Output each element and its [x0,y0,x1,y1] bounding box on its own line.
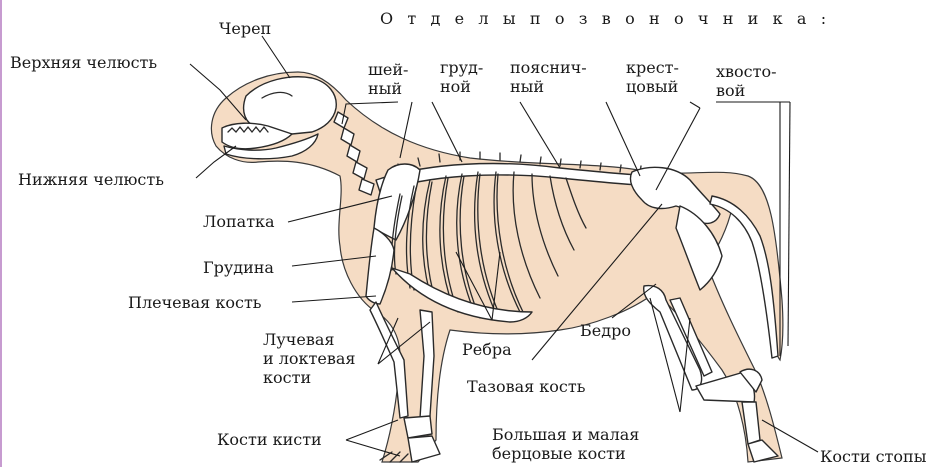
label-lower-jaw: Нижняя челюсть [18,170,164,189]
label-ribs: Ребра [462,340,512,359]
label-upper-jaw: Верхняя челюсть [10,53,157,72]
label-carpals: Кости кисти [217,430,322,449]
label-tarsals: Кости стопы [820,447,926,466]
label-pelvis: Тазовая кость [467,377,585,396]
label-sternum: Грудина [203,258,274,277]
label-cervical: шей- ный [368,60,408,98]
label-scapula: Лопатка [203,212,275,231]
label-radius-ulna: Лучевая и локтевая кости [263,330,356,387]
label-sacral: крест- цовый [626,58,679,96]
label-skull: Череп [219,19,271,38]
label-humerus: Плечевая кость [128,293,262,312]
spine-sections-title: О т д е л ы п о з в о н о ч н и к а : [380,9,831,28]
label-femur: Бедро [580,321,631,340]
label-tibia-fibula: Большая и малая берцовые кости [492,425,639,463]
label-lumbar: пояснич- ный [510,58,587,96]
label-caudal: хвосто- вой [716,62,777,100]
label-thoracic: груд- ной [440,58,483,96]
